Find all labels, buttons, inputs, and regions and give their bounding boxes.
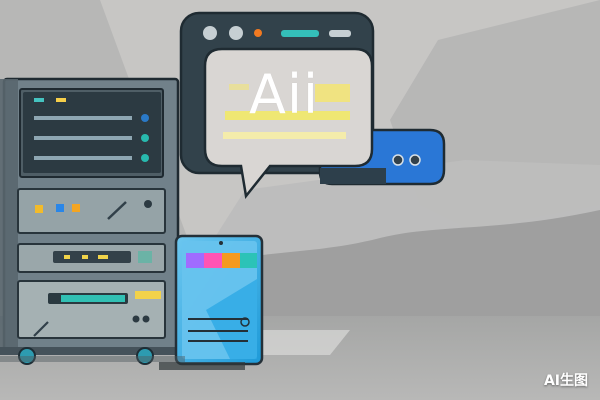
server-top-status-light-2 [56,98,66,102]
server-top-line-1 [34,116,132,120]
server-top-status-light-1 [34,98,44,102]
server-base-shadow [0,347,176,355]
dark-wave-shape [175,210,600,320]
server-drive-led-3 [98,255,108,259]
tablet-swatch-purple [186,253,204,268]
server-mid-panel [17,188,166,234]
window-top-bar-short [329,30,351,37]
server-lower-light [61,295,125,302]
server-drive-led-1 [64,255,70,259]
tablet-line-1 [188,318,248,320]
server-top-dot-2 [141,134,149,142]
speech-bubble-glow-right [315,84,350,102]
server-drive-bay [53,251,131,263]
tablet-camera-dot [219,241,223,245]
tablet-swatch-teal [240,253,257,268]
window-dot-3 [254,29,262,37]
server-drive-side-light [138,251,152,263]
speech-bubble-icon [203,47,374,199]
server-top-line-2 [34,136,132,140]
server-rack-side [0,79,18,351]
server-mid-probe [107,201,127,220]
tablet-toggle-circle [240,317,250,327]
speech-bubble-glow-left [229,84,249,90]
server-wheel-right [136,347,154,365]
tablet-line-2 [188,330,248,332]
speech-bubble-yellow-underline [223,132,346,139]
tablet-floor-shadow [159,362,245,370]
server-rack-icon [0,77,180,365]
server-top-dot-1 [141,114,149,122]
server-lower-yellow-bar [135,291,161,299]
server-floor-shadow [0,356,185,362]
server-mid-knob [144,200,152,208]
tablet-swatch-orange [222,253,240,268]
server-top-dot-3 [141,154,149,162]
server-top-screen [23,92,161,173]
server-top-line-3 [34,156,132,160]
server-drive-led-2 [82,255,88,259]
speech-bubble-yellow-bar [225,111,350,120]
server-lower-knob-1 [132,315,140,323]
server-wheel-left [18,347,36,365]
server-lower-knob-2 [142,315,150,323]
server-lower-probe [33,321,49,337]
tablet-line-3 [188,340,248,342]
server-mid-light-orange [35,205,43,213]
window-dot-2 [229,26,243,40]
window-dot-1 [203,26,217,40]
server-mid-light-blue [56,204,64,212]
server-mid-light-yellow [72,204,80,212]
chat-pill-shadow [320,168,386,184]
window-top-bar [281,30,319,37]
tablet-swatch-pink [204,253,222,268]
chat-pill-dot-2 [409,154,421,166]
tablet-device-icon [174,234,264,366]
chat-pill-dot-1 [392,154,404,166]
